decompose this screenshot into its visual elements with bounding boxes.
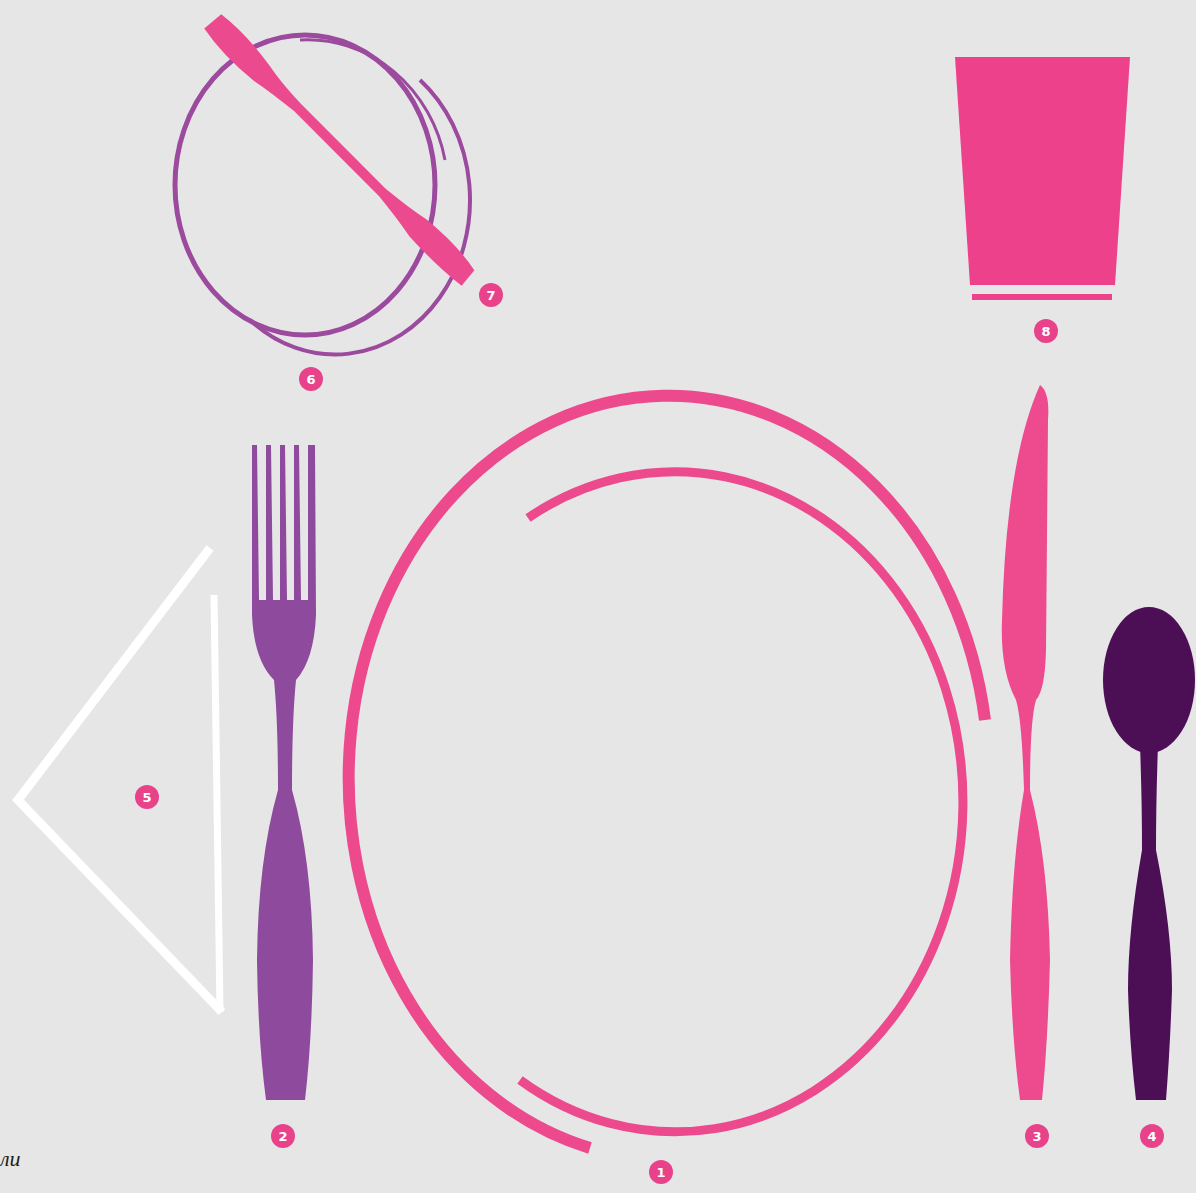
dinner-plate [349, 396, 985, 1148]
butter-knife [202, 12, 479, 289]
drinking-glass [955, 57, 1130, 285]
napkin [18, 548, 222, 1012]
callout-badge: 5 [135, 785, 159, 809]
callout-number: 5 [142, 791, 151, 804]
callout-number: 3 [1032, 1130, 1041, 1143]
teaspoon [1103, 607, 1195, 1100]
callout-badge: 2 [271, 1124, 295, 1148]
bread-plate-rim [250, 80, 470, 354]
bread-plate [175, 35, 435, 335]
fork [252, 445, 316, 1100]
callout-number: 8 [1041, 325, 1050, 338]
callout-number: 4 [1147, 1130, 1156, 1143]
bread-plate-rim [300, 40, 445, 160]
callout-badge: 3 [1025, 1124, 1049, 1148]
callout-badge: 1 [649, 1160, 673, 1184]
dinner-plate-rim [520, 472, 963, 1132]
callout-badge: 6 [299, 367, 323, 391]
callout-badge: 8 [1034, 319, 1058, 343]
watermark-text: ли [0, 1146, 21, 1172]
callout-badge: 4 [1140, 1124, 1164, 1148]
knife [1002, 385, 1050, 1100]
callout-badge: 7 [479, 283, 503, 307]
glass-base [972, 294, 1112, 300]
callout-number: 1 [656, 1166, 665, 1179]
callout-number: 6 [306, 373, 315, 386]
callout-number: 7 [486, 289, 495, 302]
callout-number: 2 [278, 1130, 287, 1143]
